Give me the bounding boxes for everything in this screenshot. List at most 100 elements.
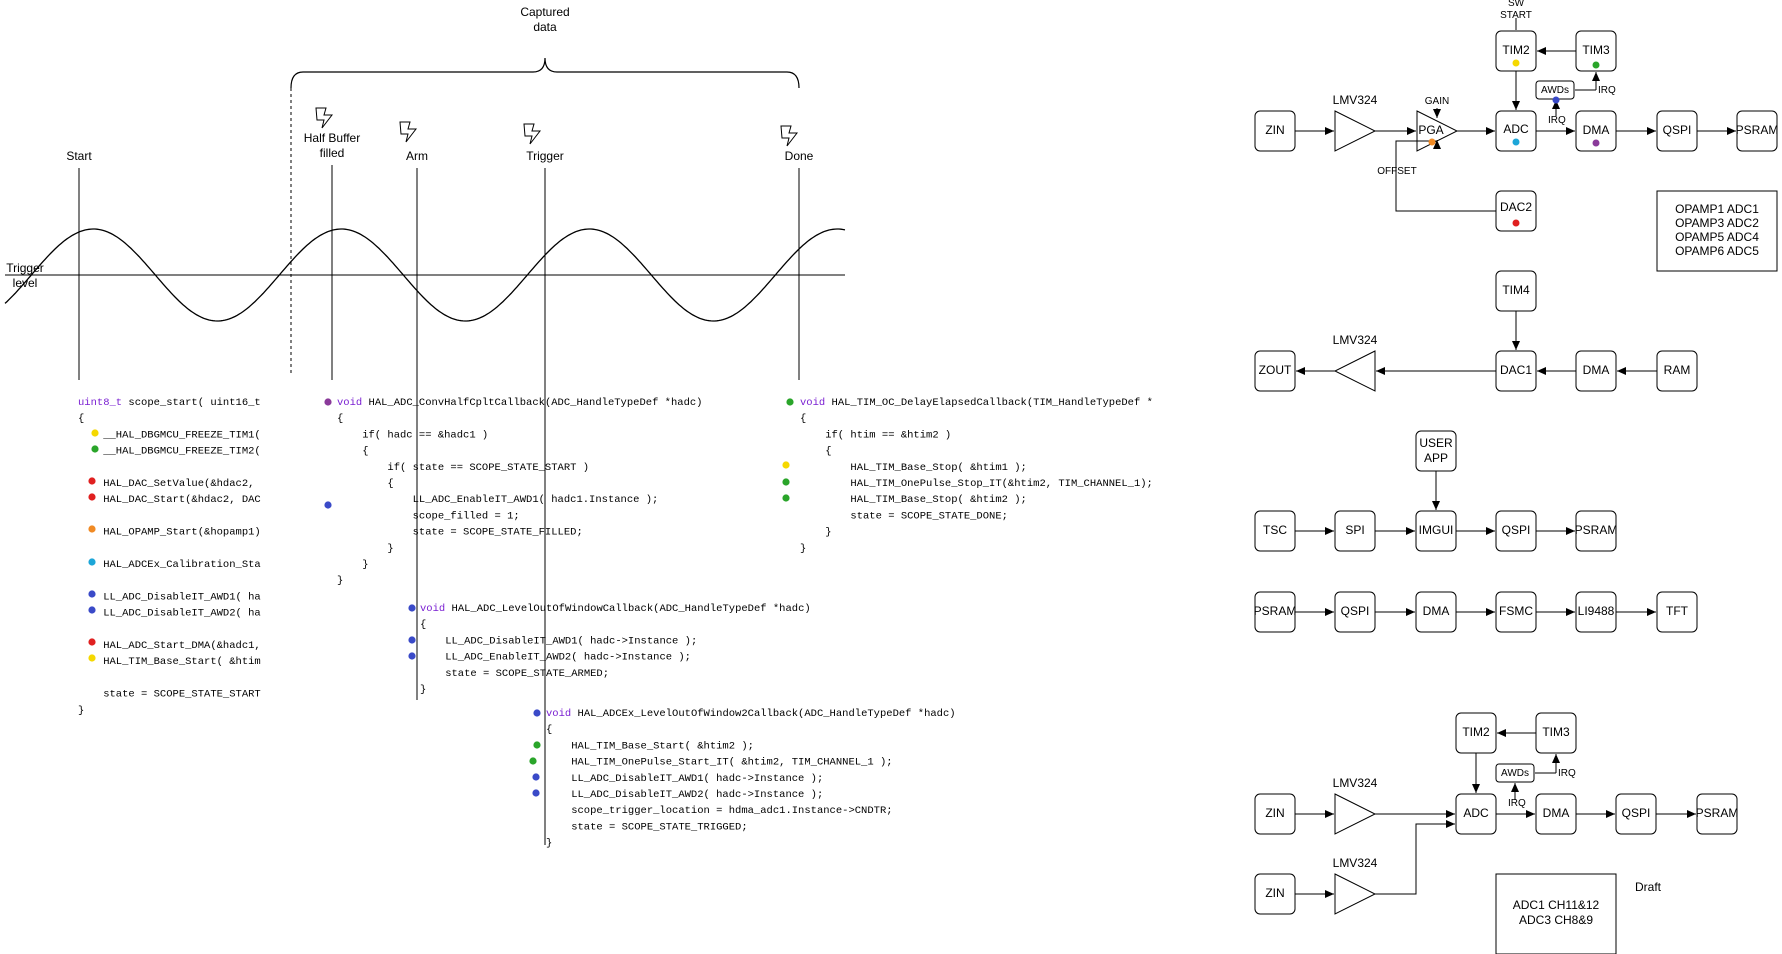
sw-start-label: START — [1500, 10, 1532, 21]
code-line: { — [337, 413, 343, 425]
code-line: LL_ADC_EnableIT_AWD1( hadc1.Instance ); — [337, 494, 658, 506]
diagram-gui-labels: USER APP TSC SPI IMGUI QSPI PSRAM — [1263, 436, 1617, 537]
code-line: { — [337, 478, 394, 490]
done-marker-label: Done — [785, 149, 814, 163]
psram-block — [1736, 110, 1778, 152]
code-block-scope-start: uint8_t scope_start( uint16_t { __HAL_DBG… — [78, 397, 261, 717]
awds-block — [1495, 763, 1535, 783]
tim2-label: TIM2 — [1462, 725, 1490, 739]
blue-dot — [408, 652, 416, 660]
sw-start-label: SW — [1508, 0, 1525, 9]
code-line: LL_ADC_DisableIT_AWD2( hadc->Instance ); — [546, 789, 823, 801]
irq-label: IRQ — [1598, 85, 1616, 96]
dma-label: DMA — [1423, 604, 1450, 618]
green-dot — [782, 478, 790, 486]
tim3-label: TIM3 — [1542, 725, 1570, 739]
diagram-gui — [1254, 430, 1617, 552]
orange-dot — [88, 525, 96, 533]
tft-label: TFT — [1666, 604, 1689, 618]
code-line: state = SCOPE_STATE_ARMED; — [420, 668, 609, 680]
code-line: { — [78, 413, 84, 425]
user-app-label: APP — [1424, 451, 1448, 465]
irq-label: IRQ — [1508, 798, 1526, 809]
code-line: void HAL_ADCEx_LevelOutOfWindow2Callback… — [546, 708, 956, 720]
adc-label: ADC — [1503, 122, 1529, 136]
code-line: if( htim == &htim2 ) — [800, 429, 951, 441]
code-line: LL_ADC_DisableIT_AWD1( hadc->Instance ); — [546, 773, 823, 785]
code-line: void HAL_TIM_OC_DelayElapsedCallback(TIM… — [800, 397, 1153, 409]
lmv324-amplifier — [1334, 793, 1377, 835]
opamp-table-row: OPAMP6 ADC5 — [1675, 244, 1759, 258]
code-line: uint8_t scope_start( uint16_t — [78, 397, 261, 409]
lmv324-label: LMV324 — [1333, 93, 1378, 107]
code-line: state = SCOPE_STATE_FILLED; — [337, 527, 583, 539]
code-line: void HAL_ADC_LevelOutOfWindowCallback(AD… — [420, 603, 811, 615]
code-line: HAL_ADCEx_Calibration_Sta — [78, 559, 261, 571]
green-dot — [91, 445, 99, 453]
code-line: LL_ADC_DisableIT_AWD1( hadc->Instance ); — [420, 635, 697, 647]
psram-label: PSRAM — [1736, 123, 1779, 137]
code-line: } — [546, 838, 552, 850]
blue-dot — [324, 501, 332, 509]
lmv324-amplifier — [1334, 873, 1377, 915]
adc-label: ADC — [1463, 806, 1489, 820]
zout-block — [1254, 350, 1296, 392]
code-line: } — [337, 559, 369, 571]
code-line: { — [420, 619, 426, 631]
diagram-display — [1254, 591, 1698, 633]
diagram-draft-labels: TIM2 TIM3 AWDs IRQ IRQ ZIN LMV324 ADC DM… — [1265, 725, 1738, 927]
ram-label: RAM — [1664, 363, 1691, 377]
draft-label: Draft — [1635, 880, 1662, 894]
adc-note-line: ADC3 CH8&9 — [1519, 913, 1593, 927]
code-line: } — [800, 527, 832, 539]
timeline: Captured data Start Half Buffer filled A… — [4, 5, 846, 845]
psram-label: PSRAM — [1696, 806, 1739, 820]
spi-label: SPI — [1345, 523, 1364, 537]
diagram-display-labels: PSRAM QSPI DMA FSMC LI9488 TFT — [1254, 604, 1689, 618]
code-line: } — [420, 684, 426, 696]
gain-label: GAIN — [1425, 96, 1449, 107]
blue-dot — [88, 606, 96, 614]
qspi-label: QSPI — [1502, 523, 1531, 537]
code-line: state = SCOPE_STATE_TRIGGED; — [546, 821, 748, 833]
code-line: } — [78, 705, 84, 717]
red-dot — [88, 638, 96, 646]
yellow-dot — [91, 429, 99, 437]
opamp-table-row: OPAMP3 ADC2 — [1675, 216, 1759, 230]
code-line: HAL_TIM_OnePulse_Stop_IT(&htim2, TIM_CHA… — [800, 478, 1153, 490]
green-dot — [533, 741, 541, 749]
code-line: state = SCOPE_STATE_START — [78, 689, 261, 701]
lmv324-label: LMV324 — [1333, 776, 1378, 790]
code-color-dots — [88, 398, 794, 797]
awds-label: AWDs — [1501, 768, 1529, 779]
pga-label: PGA — [1418, 123, 1443, 137]
cyan-dot — [88, 558, 96, 566]
lightning-icon — [399, 121, 418, 143]
code-line: HAL_TIM_OnePulse_Start_IT( &htim2, TIM_C… — [546, 757, 893, 769]
zin-label: ZIN — [1265, 886, 1284, 900]
fsmc-label: FSMC — [1499, 604, 1533, 618]
dma-label: DMA — [1583, 363, 1610, 377]
lmv324-amplifier — [1333, 350, 1376, 392]
trigger-marker-label: Trigger — [526, 149, 564, 163]
green-dot — [1592, 61, 1600, 69]
code-line: HAL_DAC_Start(&hdac2, DAC — [78, 494, 261, 506]
psram-block — [1575, 510, 1617, 552]
lmv324-amplifier — [1334, 110, 1377, 152]
code-line: scope_filled = 1; — [337, 510, 520, 522]
code-line: state = SCOPE_STATE_DONE; — [800, 510, 1008, 522]
code-line: LL_ADC_DisableIT_AWD1( ha — [78, 591, 261, 603]
imgui-label: IMGUI — [1419, 523, 1454, 537]
dac2-label: DAC2 — [1500, 200, 1532, 214]
code-line: HAL_OPAMP_Start(&hopamp1) — [78, 527, 261, 539]
captured-brace — [290, 57, 800, 89]
tft-block — [1656, 591, 1698, 633]
code-block-delay-elapsed-callback: void HAL_TIM_OC_DelayElapsedCallback(TIM… — [800, 397, 1153, 555]
code-line: __HAL_DBGMCU_FREEZE_TIM1( — [78, 429, 261, 441]
green-dot — [529, 757, 537, 765]
qspi-label: QSPI — [1341, 604, 1370, 618]
code-block-level-out-of-window-callback: void HAL_ADC_LevelOutOfWindowCallback(AD… — [420, 603, 811, 696]
lightning-icon — [315, 107, 334, 129]
user-app-label: USER — [1419, 436, 1453, 450]
